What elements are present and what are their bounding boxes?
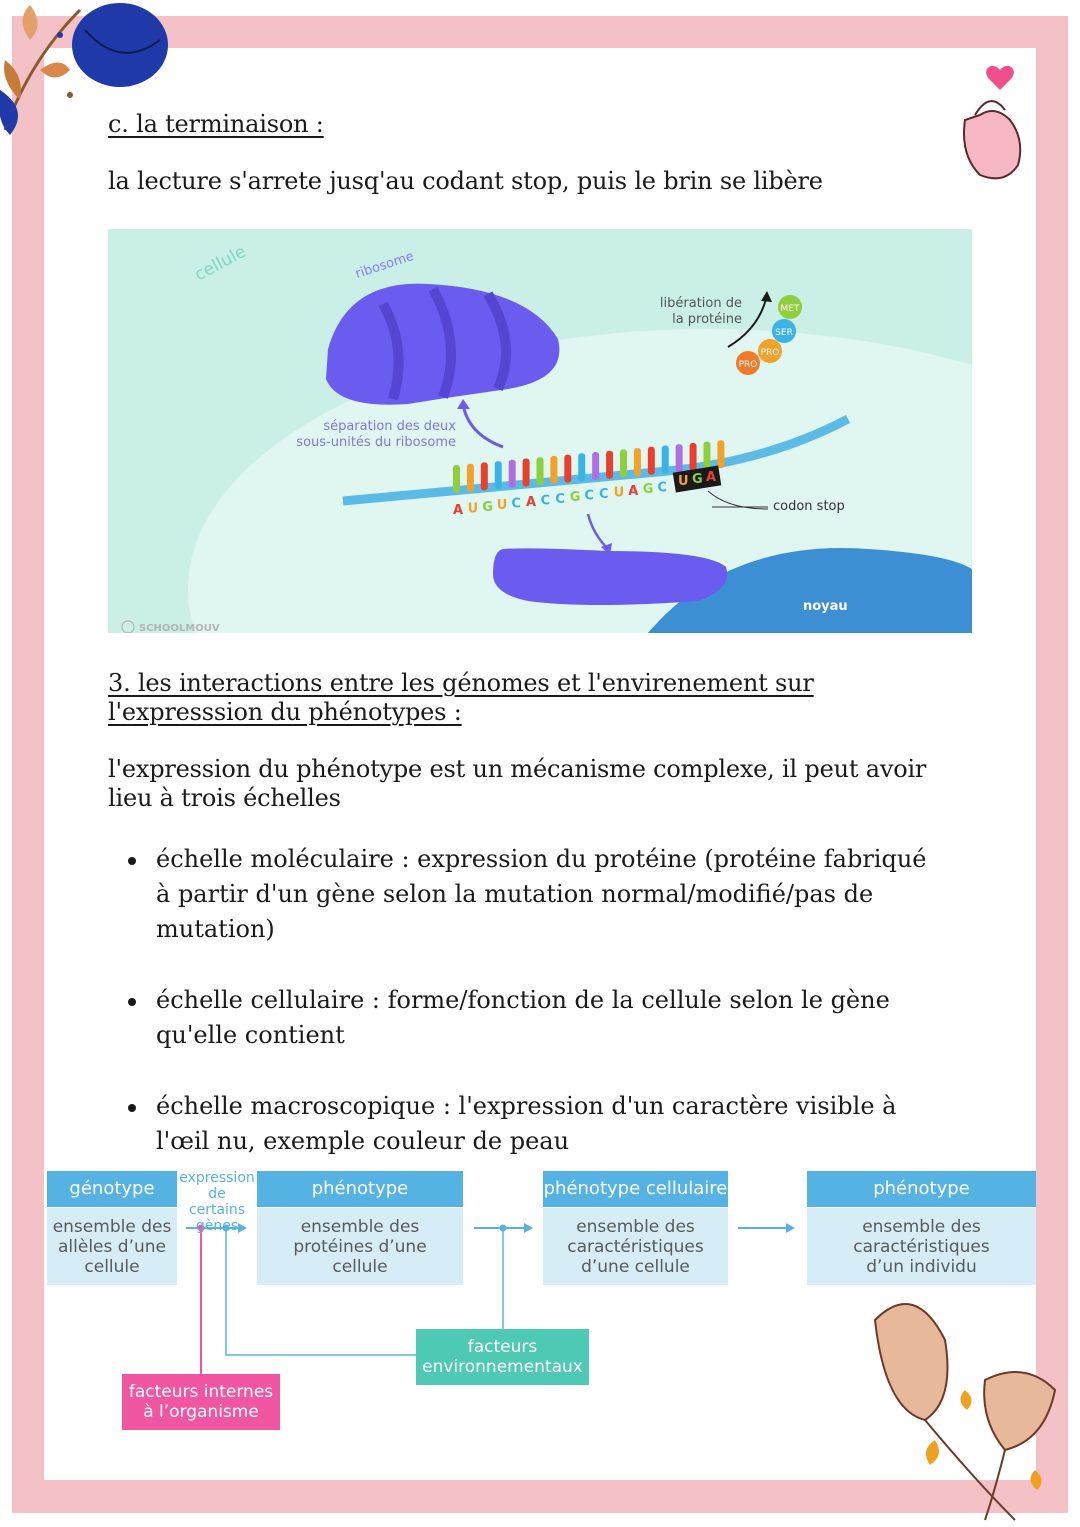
nucleotide-bar xyxy=(675,444,683,473)
nucleotide-bar xyxy=(508,459,516,488)
nucleotide-bar xyxy=(466,463,474,492)
molecular-phenotype-title: phénotype moléculaire xyxy=(257,1171,463,1235)
separation-label-line2: sous-unités du ribosome xyxy=(296,435,456,450)
nucleotide-letter: C xyxy=(541,493,551,508)
liberation-label-line2: la protéine xyxy=(672,312,742,327)
macroscopic-phenotype-body: ensemble des caractéristiques d’un indiv… xyxy=(807,1208,1036,1285)
protein-chain: MET SER PRO PRO xyxy=(736,295,802,375)
nucleotide-letter: C xyxy=(584,489,594,504)
nucleotide-bar xyxy=(592,452,600,480)
top-left-flower-decoration xyxy=(0,3,168,135)
nucleotide-letter: A xyxy=(628,484,638,499)
svg-text:PRO: PRO xyxy=(739,360,758,370)
stop-codon-letter: A xyxy=(706,470,716,485)
list-item: échelle macroscopique : l'expression d'u… xyxy=(128,1089,948,1159)
nucleotide-bar xyxy=(536,457,544,486)
environmental-factors-box: facteurs environnementaux xyxy=(416,1329,589,1385)
stop-codon-box xyxy=(672,465,722,493)
diagram-connectors xyxy=(186,1223,795,1375)
nucleotide-bar xyxy=(647,446,655,475)
nucleotide-bar xyxy=(619,449,627,478)
nucleotide-letter: G xyxy=(643,482,654,497)
nucleotide-bar xyxy=(550,455,558,484)
stop-codon-letter: G xyxy=(692,472,703,487)
molecular-phenotype-body: ensemble des protéines d’une cellule xyxy=(257,1208,463,1285)
nucleotide-letter: C xyxy=(511,497,521,512)
svg-text:PRO: PRO xyxy=(761,348,780,358)
liberation-label-line1: libération de xyxy=(660,296,742,311)
codon-stop-label: codon stop xyxy=(773,499,845,514)
cellular-phenotype-body: ensemble des caractéristiques d’une cell… xyxy=(543,1208,728,1285)
nucleotide-letter: U xyxy=(614,485,625,500)
nucleotide-letter: C xyxy=(657,481,667,496)
nucleotide-bar xyxy=(689,442,697,471)
expression-label: expression de certains gènes xyxy=(179,1170,255,1234)
cellular-phenotype-title: phénotype cellulaire xyxy=(543,1171,728,1207)
nucleotide-bar xyxy=(564,454,572,483)
bullet-icon xyxy=(128,857,136,865)
separation-arrow xyxy=(461,403,504,449)
credit-label: SCHOOLMOUV xyxy=(139,623,220,633)
noyau-label: noyau xyxy=(803,599,848,614)
nucleotide-letter: U xyxy=(497,498,508,513)
macroscopic-phenotype-title: phénotype macroscopique xyxy=(807,1171,1036,1235)
nucleotide-bar xyxy=(633,448,641,477)
nucleotide-letter: G xyxy=(570,490,581,505)
nucleotide-letter: A xyxy=(453,503,463,518)
section-3-heading: 3. les interactions entre les génomes et… xyxy=(108,669,814,726)
section-c-heading: c. la terminaison : xyxy=(108,110,324,138)
svg-text:SER: SER xyxy=(775,328,793,338)
nucleotide-bar xyxy=(661,445,669,474)
nucleotide-bar xyxy=(606,450,614,479)
bullet-icon xyxy=(128,1104,136,1112)
nucleotide-bar xyxy=(522,458,530,487)
nucleotide-letter: C xyxy=(599,487,609,502)
copyright-icon xyxy=(121,620,135,633)
nucleotide-bar xyxy=(578,453,586,482)
termination-figure: cellule ribosome séparation des deux sou… xyxy=(108,229,972,633)
section-c-text: la lecture s'arrete jusq'au codant stop,… xyxy=(108,167,823,195)
list-item: échelle cellulaire : forme/fonction de l… xyxy=(128,983,948,1053)
nucleotide-bar xyxy=(703,441,711,470)
nucleotide-letter: G xyxy=(482,500,493,515)
bottom-right-flower-decoration xyxy=(873,1303,1057,1521)
nucleotide-bar xyxy=(494,461,502,490)
bullet-icon xyxy=(128,998,136,1006)
ribosome-small-subunit xyxy=(493,548,728,605)
liberation-arrow xyxy=(727,298,767,348)
nucleotide-letter: C xyxy=(555,492,565,507)
list-item: échelle moléculaire : expression du prot… xyxy=(128,842,948,947)
nucleotide-bar xyxy=(480,462,488,491)
scales-list: échelle moléculaire : expression du prot… xyxy=(128,842,948,1195)
nucleotide-bar xyxy=(717,440,725,469)
genotype-body: ensemble des allèles d’une cellule xyxy=(47,1208,177,1285)
internal-factors-box: facteurs internes à l’organisme xyxy=(122,1374,280,1430)
nucleus xyxy=(648,548,972,633)
nucleotide-letter: U xyxy=(468,501,479,516)
genotype-title: génotype xyxy=(47,1171,177,1207)
hand-heart-decoration xyxy=(963,65,1022,180)
svg-text:MET: MET xyxy=(781,304,800,314)
stop-codon-letter: U xyxy=(678,474,689,489)
nucleotide-letter: A xyxy=(526,495,536,510)
separation-label-line1: séparation des deux xyxy=(323,419,456,434)
nucleotide-bar xyxy=(453,465,460,493)
section-3-intro: l'expression du phénotype est un mécanis… xyxy=(108,755,927,812)
